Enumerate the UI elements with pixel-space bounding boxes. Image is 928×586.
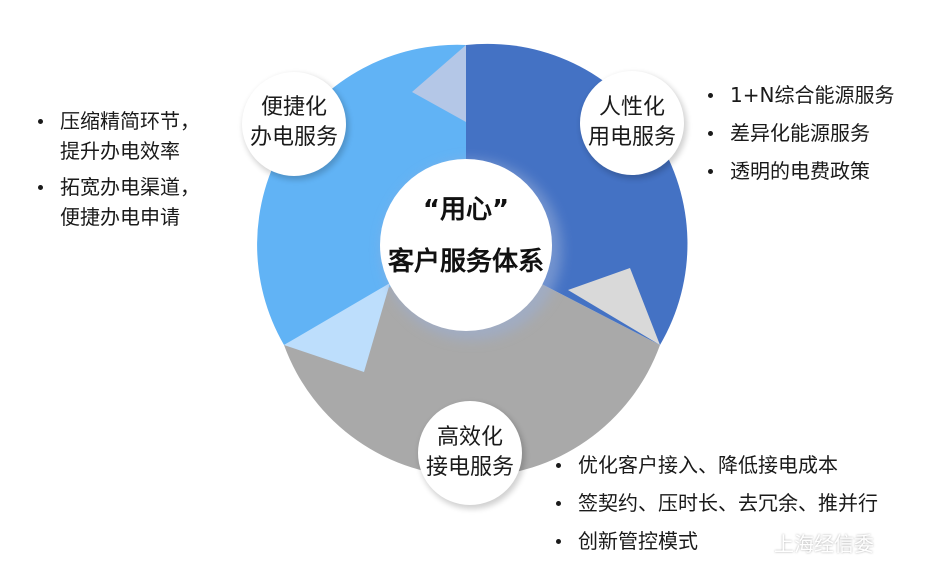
watermark: 上海经信委 — [738, 528, 874, 557]
bullet-line: 便捷办电申请 — [60, 205, 180, 229]
list-item: 创新管控模式 — [548, 526, 878, 556]
bullet-line: 提升办电效率 — [60, 139, 180, 163]
bottom-bullet-list: 优化客户接入、降低接电成本 签契约、压时长、去冗余、推并行 创新管控模式 — [548, 450, 878, 564]
list-item: 1+N综合能源服务 — [700, 80, 894, 110]
wechat-icon — [738, 530, 767, 554]
bullet-line: 压缩精简环节， — [60, 109, 200, 133]
arrow-notch-top — [412, 45, 466, 122]
bullet-line: 拓宽办电渠道， — [60, 175, 200, 199]
left-bullet-list: 压缩精简环节， 提升办电效率 拓宽办电渠道， 便捷办电申请 — [30, 106, 200, 238]
list-item: 优化客户接入、降低接电成本 — [548, 450, 878, 480]
right-bullet-list: 1+N综合能源服务 差异化能源服务 透明的电费政策 — [700, 80, 894, 194]
label-circle-top-right — [580, 71, 684, 175]
list-item: 透明的电费政策 — [700, 156, 894, 186]
watermark-text: 上海经信委 — [774, 532, 874, 556]
label-top-right-line1: 人性化 — [599, 95, 665, 120]
arrow-notch-right — [568, 268, 660, 345]
center-circle — [380, 159, 552, 331]
list-item: 签契约、压时长、去冗余、推并行 — [548, 488, 878, 518]
list-item: 拓宽办电渠道， 便捷办电申请 — [30, 172, 200, 232]
label-top-left-line1: 便捷化 — [261, 95, 327, 120]
label-circle-bottom — [418, 401, 522, 505]
label-bottom-line1: 高效化 — [437, 425, 503, 450]
label-top-right-line2: 用电服务 — [588, 125, 676, 150]
list-item: 压缩精简环节， 提升办电效率 — [30, 106, 200, 166]
list-item: 差异化能源服务 — [700, 118, 894, 148]
label-circle-top-left — [242, 72, 346, 176]
label-bottom-line2: 接电服务 — [426, 455, 514, 480]
label-top-left-line2: 办电服务 — [250, 125, 338, 150]
center-title-line1: “用心” — [423, 195, 509, 225]
center-title-line2: 客户服务体系 — [388, 246, 544, 277]
arrow-notch-left — [284, 283, 390, 372]
